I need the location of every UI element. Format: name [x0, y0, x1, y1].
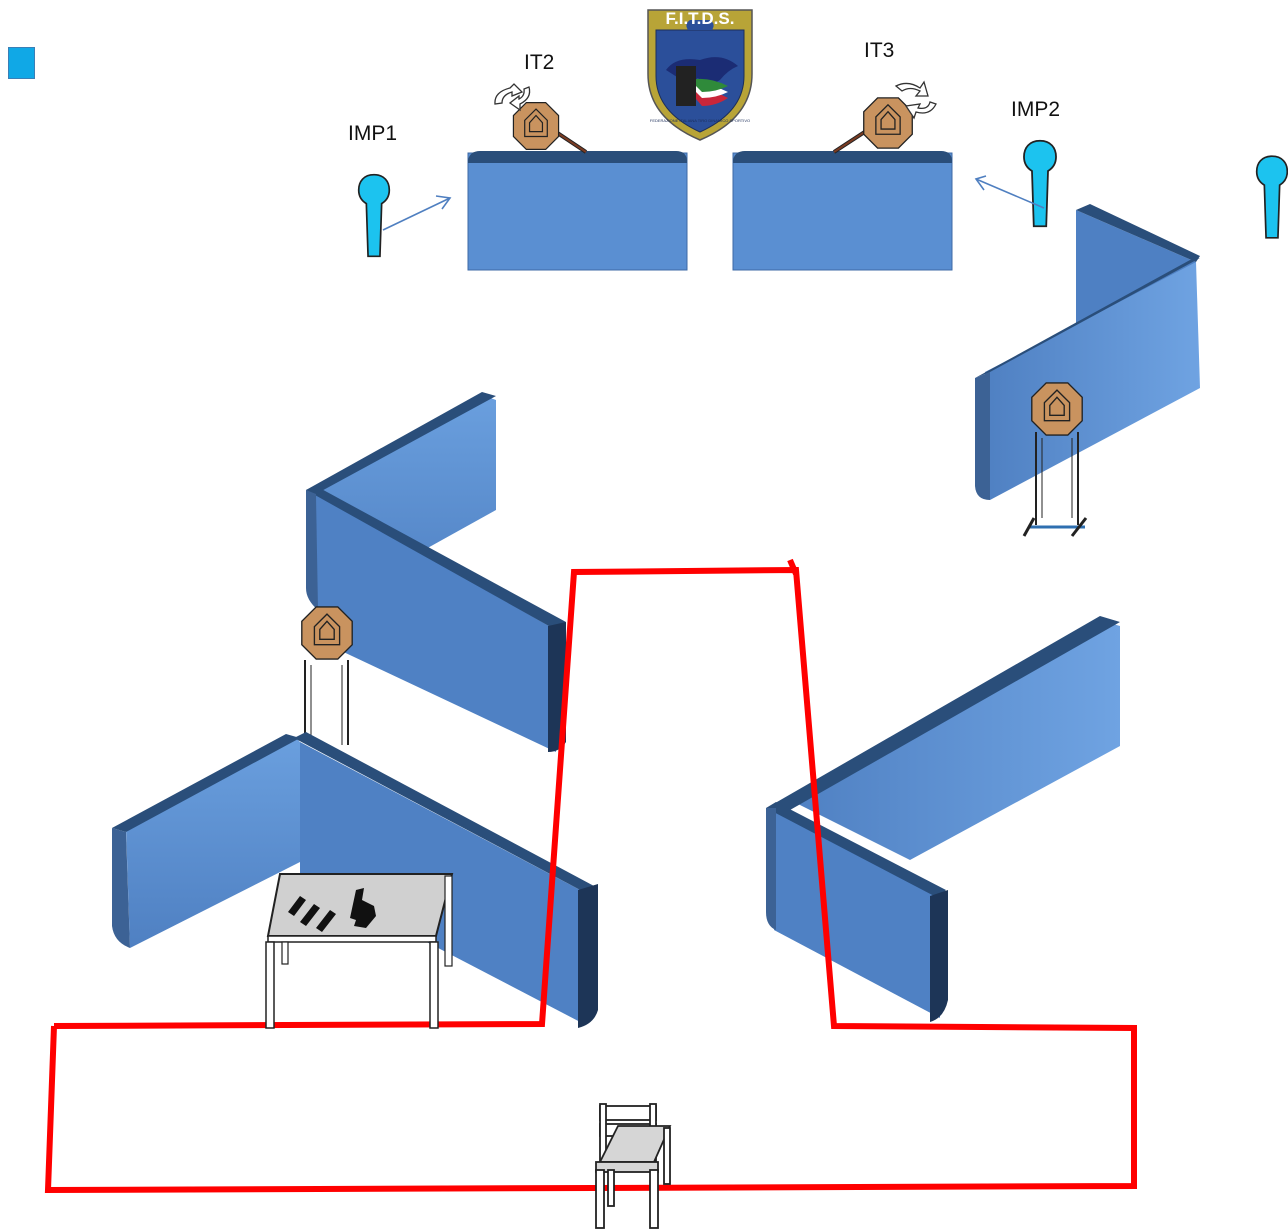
- popper-icon: [357, 173, 391, 258]
- magazine-icon: [288, 896, 336, 932]
- pistol-icon: [350, 888, 376, 928]
- chair-icon: [595, 1103, 672, 1229]
- activation-arrow-imp1: [382, 195, 452, 231]
- swinger-arrow-icon: [894, 80, 937, 120]
- right-lower-wall: [766, 616, 1120, 1022]
- popper-icon: [1022, 139, 1058, 228]
- left-lower-wall: [112, 732, 598, 1028]
- swinger-arrow-icon: [494, 83, 531, 112]
- label-it3: IT3: [864, 39, 895, 62]
- steel-target-icon: [863, 97, 913, 149]
- label-imp1: IMP1: [348, 122, 398, 145]
- right-upper-wall: [975, 204, 1200, 500]
- fault-line: [44, 558, 1137, 1194]
- target-stand-left: [304, 660, 349, 745]
- popper-icon: [1255, 155, 1288, 239]
- logo-ring-text: FEDERAZIONE ITALIANA TIRO DINAMICO SPORT…: [650, 118, 750, 123]
- target-stand-right: [1022, 432, 1088, 537]
- left-middle-wall: [306, 392, 566, 752]
- activation-arrow-imp2: [974, 175, 1045, 209]
- fitds-logo: F.I.T.D.S. FEDERAZIONE ITALIANA TIRO DIN…: [647, 9, 753, 141]
- back-wall-left: [467, 151, 688, 271]
- steel-target-icon: [301, 606, 353, 660]
- logo-title: F.I.T.D.S.: [666, 9, 735, 28]
- legend-square: [8, 47, 35, 79]
- label-it2: IT2: [524, 51, 555, 74]
- steel-target-icon: [1031, 382, 1083, 436]
- back-wall-right: [732, 151, 953, 271]
- label-imp2: IMP2: [1011, 98, 1061, 121]
